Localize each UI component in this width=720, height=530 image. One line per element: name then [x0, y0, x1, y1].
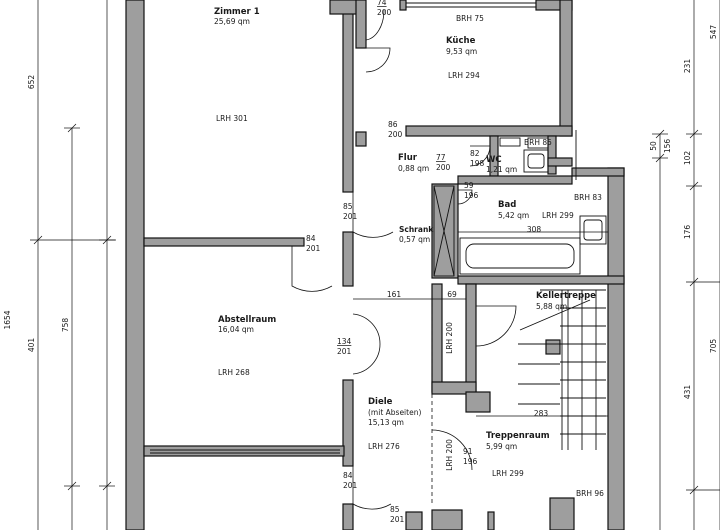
flur-area: 0,88 qm [398, 164, 429, 173]
door-label-7: 84 201 [306, 234, 321, 253]
dim-758: 758 [61, 318, 70, 333]
wc-brh: BRH 85 [524, 138, 552, 147]
door-width: 77 [436, 153, 446, 162]
bad-area: 5,42 qm [498, 211, 529, 220]
right-dimensions: 547 231 50 156 102 176 705 431 [649, 0, 720, 530]
dim-69: 69 [447, 290, 457, 299]
bad-lrh: LRH 299 [542, 211, 574, 220]
door-label-11: 85 201 [390, 505, 405, 524]
zimmer1-lrh: LRH 301 [216, 114, 248, 123]
door-label-9: 91 196 [463, 447, 478, 466]
diele-name: Diele [368, 397, 393, 407]
diele-note: (mit Abseiten) [368, 408, 421, 417]
door-height: 198 [470, 159, 485, 168]
diele-area: 15,13 qm [368, 418, 404, 427]
dim-705: 705 [709, 339, 718, 354]
bad-sink [579, 215, 607, 245]
door-width: 82 [470, 149, 480, 158]
door-labels: 74 200 86 200 77 200 82 198 59 196 85 20… [306, 0, 485, 524]
dim-401: 401 [27, 338, 36, 353]
door-width: 84 [343, 471, 353, 480]
bad-name: Bad [498, 200, 516, 210]
treppenraum-name: Treppenraum [486, 431, 550, 441]
door-width: 134 [337, 337, 352, 346]
left-dimensions: 652 401 758 1654 [3, 0, 116, 530]
treppenraum-area: 5,99 qm [486, 442, 517, 451]
dim-431: 431 [683, 385, 692, 400]
room-labels: Zimmer 1 25,69 qm LRH 301 BRH 75 Küche 9… [214, 7, 604, 498]
wc-basin [523, 149, 549, 173]
kueche-area: 9,53 qm [446, 47, 477, 56]
dim-231: 231 [683, 59, 692, 74]
dim-161: 161 [387, 290, 402, 299]
inner-dimensions: 308 161 69 283 [353, 225, 608, 418]
door-width: 74 [377, 0, 387, 7]
wc-tank [499, 137, 521, 147]
door-height: 201 [343, 212, 358, 221]
door-label-1: 74 200 [377, 0, 392, 17]
wc-name: WC [486, 155, 502, 165]
door-width: 84 [306, 234, 316, 243]
door-swings [291, 9, 517, 510]
door-width: 86 [388, 120, 398, 129]
flur-name: Flur [398, 153, 418, 163]
door-height: 200 [377, 8, 392, 17]
door-width: 59 [464, 181, 474, 190]
kueche-name: Küche [446, 36, 476, 46]
door-label-8: 134 201 [337, 337, 352, 356]
schrank-name: Schrank [399, 225, 434, 234]
dim-283: 283 [534, 409, 549, 418]
wc-area: 1,21 qm [486, 165, 517, 174]
dim-176: 176 [683, 225, 692, 240]
schrank-shape [433, 185, 455, 277]
dim-102: 102 [683, 151, 692, 166]
door-label-6: 85 201 [343, 202, 358, 221]
zimmer1-area: 25,69 qm [214, 17, 250, 26]
door-height: 200 [436, 163, 451, 172]
treppenraum-brh: BRH 96 [576, 489, 604, 498]
door-width: 85 [343, 202, 353, 211]
schrank-area: 0,57 qm [399, 235, 430, 244]
abstellraum-area: 16,04 qm [218, 325, 254, 334]
kellertreppe-area: 5,88 qm [536, 302, 567, 311]
dim-308: 308 [527, 225, 542, 234]
abstellraum-name: Abstellraum [218, 315, 276, 325]
door-label-5: 59 196 [464, 181, 479, 200]
door-width: 91 [463, 447, 473, 456]
bad-brh: BRH 83 [574, 193, 602, 202]
walls [125, 0, 625, 530]
diele-lrh: LRH 276 [368, 442, 400, 451]
zimmer1-name: Zimmer 1 [214, 7, 260, 17]
door-label-10: 84 201 [343, 471, 358, 490]
kueche-lrh: LRH 294 [448, 71, 480, 80]
door-height: 201 [306, 244, 321, 253]
door-height: 196 [464, 191, 479, 200]
door-label-3: 77 200 [436, 153, 451, 172]
door-height: 201 [390, 515, 405, 524]
door-label-2: 86 200 [388, 120, 403, 139]
door-height: 201 [337, 347, 352, 356]
door-label-4: 82 198 [470, 149, 485, 168]
door-height: 201 [343, 481, 358, 490]
dim-547: 547 [709, 25, 718, 40]
door-width: 85 [390, 505, 400, 514]
dim-1654: 1654 [3, 310, 12, 329]
kellertreppe-name: Kellertreppe [536, 291, 596, 301]
lrh-200-label-a: LRH 200 [445, 322, 454, 354]
abstellraum-lrh: LRH 268 [218, 368, 250, 377]
dim-50: 50 [649, 141, 658, 151]
door-height: 196 [463, 457, 478, 466]
dim-156: 156 [663, 139, 672, 154]
bathtub-shape [459, 237, 581, 275]
lrh-200-label-b: LRH 200 [445, 439, 454, 471]
door-height: 200 [388, 130, 403, 139]
dim-652: 652 [27, 75, 36, 90]
treppenraum-lrh: LRH 299 [492, 469, 524, 478]
fixtures [150, 2, 607, 505]
kueche-brh: BRH 75 [456, 14, 484, 23]
